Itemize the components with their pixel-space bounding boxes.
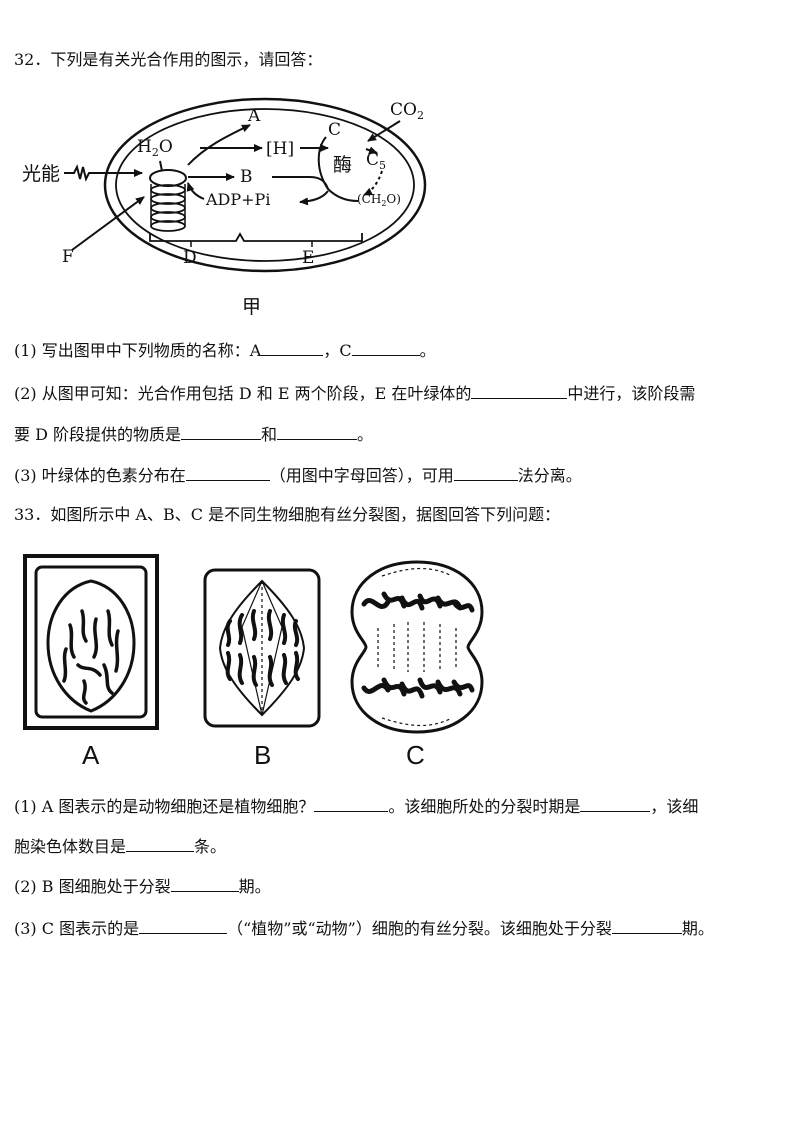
- answer-blank[interactable]: [277, 424, 358, 440]
- label-ch2o: (CH2O): [357, 192, 401, 208]
- cell-a-diagram: [23, 554, 159, 730]
- label-h2o: H2O: [137, 137, 173, 159]
- label-e: E: [302, 248, 314, 268]
- cell-c-diagram: [350, 560, 484, 734]
- q33-subq1-cont: 胞染色体数目是条。: [14, 836, 227, 856]
- photosynthesis-diagram: 光能 F H2O A [H] B ADP+Pi C 酶 C5 CO2 (CH2O…: [22, 97, 427, 318]
- label-h: [H]: [266, 139, 294, 159]
- label-d: D: [183, 248, 197, 268]
- label-f: F: [62, 247, 74, 267]
- label-a: A: [247, 106, 261, 126]
- q33-subq3: (3) C 图表示的是（“植物”或“动物”）细胞的有丝分裂。该细胞处于分裂期。: [14, 918, 714, 938]
- q32-subq3: (3) 叶绿体的色素分布在（用图中字母回答），可用法分离。: [14, 465, 582, 485]
- q32-subq1: (1) 写出图甲中下列物质的名称：A，C。: [14, 340, 436, 360]
- q32-title: 32．下列是有关光合作用的图示，请回答：: [14, 50, 323, 69]
- answer-blank[interactable]: [314, 796, 389, 812]
- diagram-caption: 甲: [242, 296, 261, 318]
- answer-blank[interactable]: [139, 918, 228, 934]
- chloroplast-outer-membrane: [103, 97, 427, 273]
- label-enzyme: 酶: [333, 154, 352, 176]
- cell-c-label: C: [406, 740, 425, 770]
- answer-blank[interactable]: [351, 340, 420, 356]
- light-arrow: [64, 164, 143, 182]
- q33-subq1: (1) A 图表示的是动物细胞还是植物细胞？。该细胞所处的分裂时期是，该细: [14, 796, 699, 816]
- cell-b-label: B: [254, 740, 272, 770]
- answer-blank[interactable]: [471, 383, 568, 399]
- cell-b-diagram: [203, 568, 321, 728]
- answer-blank[interactable]: [611, 918, 682, 934]
- answer-blank[interactable]: [580, 796, 651, 812]
- grana-stack: [149, 169, 187, 232]
- label-b: B: [240, 167, 253, 187]
- light-energy-label: 光能: [22, 163, 60, 185]
- answer-blank[interactable]: [185, 465, 270, 481]
- q33-subq2: (2) B 图细胞处于分裂期。: [14, 876, 271, 896]
- cell-a-label: A: [82, 740, 100, 770]
- answer-blank[interactable]: [453, 465, 518, 481]
- answer-blank[interactable]: [181, 424, 262, 440]
- label-co2: CO2: [390, 100, 424, 122]
- q33-title: 33．如图所示中 A、B、C 是不同生物细胞有丝分裂图，据图回答下列问题：: [14, 505, 561, 524]
- answer-blank[interactable]: [261, 340, 324, 356]
- label-c: C: [328, 120, 341, 140]
- q32-subq2: (2) 从图甲可知：光合作用包括 D 和 E 两个阶段，E 在叶绿体的中进行，该…: [14, 383, 696, 403]
- chloroplast-inner-membrane: [115, 108, 415, 262]
- answer-blank[interactable]: [170, 876, 239, 892]
- label-adp: ADP+Pi: [205, 190, 270, 209]
- q32-subq2-cont: 要 D 阶段提供的物质是和。: [14, 424, 374, 444]
- answer-blank[interactable]: [126, 836, 195, 852]
